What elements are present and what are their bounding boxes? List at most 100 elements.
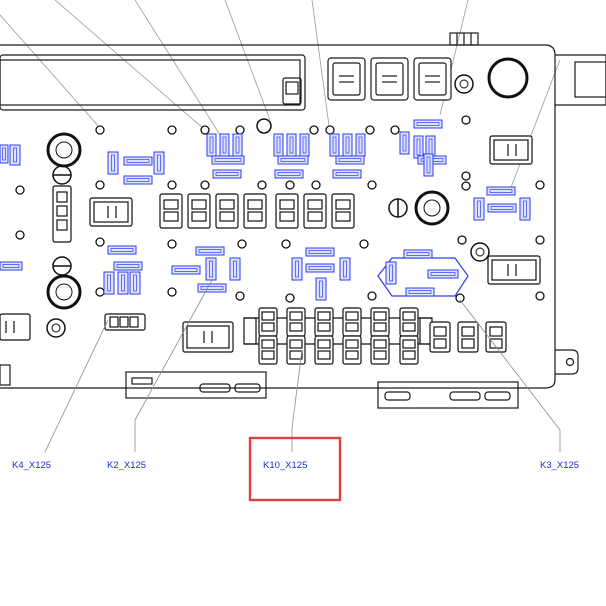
mounting-hole bbox=[95, 237, 105, 247]
connector-pins bbox=[490, 206, 514, 210]
fuse-cap bbox=[261, 350, 275, 360]
connector bbox=[103, 271, 115, 295]
mounting-hole bbox=[461, 171, 471, 181]
connector bbox=[486, 186, 516, 196]
connector-pins bbox=[343, 260, 347, 278]
two-pin-relays bbox=[0, 135, 541, 353]
connector-pins bbox=[406, 252, 430, 256]
mounting-hole bbox=[95, 287, 105, 297]
mounting-hole bbox=[200, 180, 210, 190]
fuse-cap bbox=[279, 211, 295, 222]
label-k3-x125[interactable]: K3_X125 bbox=[540, 460, 579, 471]
mounting-hole bbox=[311, 180, 321, 190]
fuse bbox=[303, 193, 327, 229]
connector bbox=[329, 133, 340, 157]
fuse-cap bbox=[289, 339, 303, 349]
connector-pins bbox=[110, 248, 134, 252]
mounting-hole bbox=[200, 125, 210, 135]
connector-pins bbox=[335, 172, 359, 176]
fuse-cap bbox=[345, 350, 359, 360]
connector-pins bbox=[338, 158, 362, 162]
connector-pins bbox=[477, 200, 481, 218]
fuse-cap bbox=[345, 339, 359, 349]
label-k2-x125[interactable]: K2_X125 bbox=[107, 460, 146, 471]
connector-hex-region bbox=[377, 257, 469, 297]
fuse-cap bbox=[163, 211, 179, 222]
connector bbox=[385, 261, 397, 285]
component-labels: K4_X125 K2_X125 K10_X125 K3_X125 bbox=[12, 460, 579, 471]
fuse-cap bbox=[317, 339, 331, 349]
fuse-cap bbox=[402, 339, 416, 349]
connector-pins bbox=[126, 178, 150, 182]
fuse-cap bbox=[345, 322, 359, 332]
fuse bbox=[187, 193, 211, 229]
connector-pins bbox=[295, 260, 299, 278]
housing-outline bbox=[0, 32, 606, 409]
mounting-hole bbox=[455, 293, 465, 303]
connector bbox=[171, 265, 201, 275]
fuse-cap bbox=[489, 326, 503, 337]
mounting-hole bbox=[365, 125, 375, 135]
connector-pins bbox=[116, 264, 140, 268]
mounting-hole bbox=[367, 180, 377, 190]
label-leader-lines bbox=[44, 279, 561, 453]
label-k10-x125[interactable]: K10_X125 bbox=[263, 460, 307, 471]
fuse-cap bbox=[307, 211, 323, 222]
connector-pins bbox=[489, 189, 513, 193]
selection-box bbox=[248, 436, 342, 502]
fuse-cap bbox=[433, 338, 447, 349]
mounting-hole bbox=[285, 293, 295, 303]
connector bbox=[413, 119, 443, 129]
connector-pins bbox=[302, 136, 307, 154]
fuse-cap bbox=[247, 211, 263, 222]
connector-pins bbox=[121, 274, 125, 292]
connector bbox=[113, 261, 143, 271]
mounting-hole bbox=[285, 180, 295, 190]
mounting-hole bbox=[167, 125, 177, 135]
fuse-cap bbox=[317, 350, 331, 360]
connector bbox=[211, 155, 245, 165]
connector bbox=[117, 271, 129, 295]
connector-pins bbox=[157, 154, 161, 172]
fuse-cap bbox=[219, 211, 235, 222]
connector bbox=[332, 169, 362, 179]
fuse-cap bbox=[461, 326, 475, 337]
label-k4-x125[interactable]: K4_X125 bbox=[12, 460, 51, 471]
fuse-cap bbox=[317, 311, 331, 321]
fuse-cap bbox=[373, 322, 387, 332]
connector bbox=[0, 144, 9, 164]
connector-pins bbox=[416, 122, 440, 126]
fuse-cap bbox=[373, 339, 387, 349]
connector-pins bbox=[308, 250, 332, 254]
mounting-hole bbox=[309, 125, 319, 135]
mounting-hole bbox=[461, 181, 471, 191]
connector bbox=[277, 155, 309, 165]
connector-pins bbox=[214, 158, 242, 162]
mounting-hole bbox=[15, 185, 25, 195]
k3-fuse-group bbox=[429, 321, 507, 353]
fuse bbox=[159, 193, 183, 229]
mounting-hole bbox=[325, 125, 335, 135]
mounting-hole bbox=[167, 239, 177, 249]
mounting-hole bbox=[237, 239, 247, 249]
connector bbox=[405, 287, 435, 297]
mounting-hole bbox=[359, 239, 369, 249]
connector bbox=[195, 246, 225, 256]
mini-fuse bbox=[104, 313, 146, 331]
connector bbox=[107, 151, 119, 175]
connector-pins bbox=[133, 274, 137, 292]
connector-pins bbox=[209, 260, 213, 278]
connector-pins bbox=[280, 158, 306, 162]
fuse-cap bbox=[279, 199, 295, 210]
fuse-cap bbox=[163, 199, 179, 210]
fuse bbox=[243, 193, 267, 229]
fuse-cap bbox=[345, 311, 359, 321]
mounting-hole bbox=[461, 115, 471, 125]
connector-pins bbox=[319, 280, 323, 298]
connector bbox=[487, 203, 517, 213]
mounting-hole bbox=[15, 230, 25, 240]
connector bbox=[305, 247, 335, 257]
connector bbox=[305, 263, 335, 273]
fuse-cap bbox=[489, 338, 503, 349]
connector bbox=[229, 257, 241, 281]
